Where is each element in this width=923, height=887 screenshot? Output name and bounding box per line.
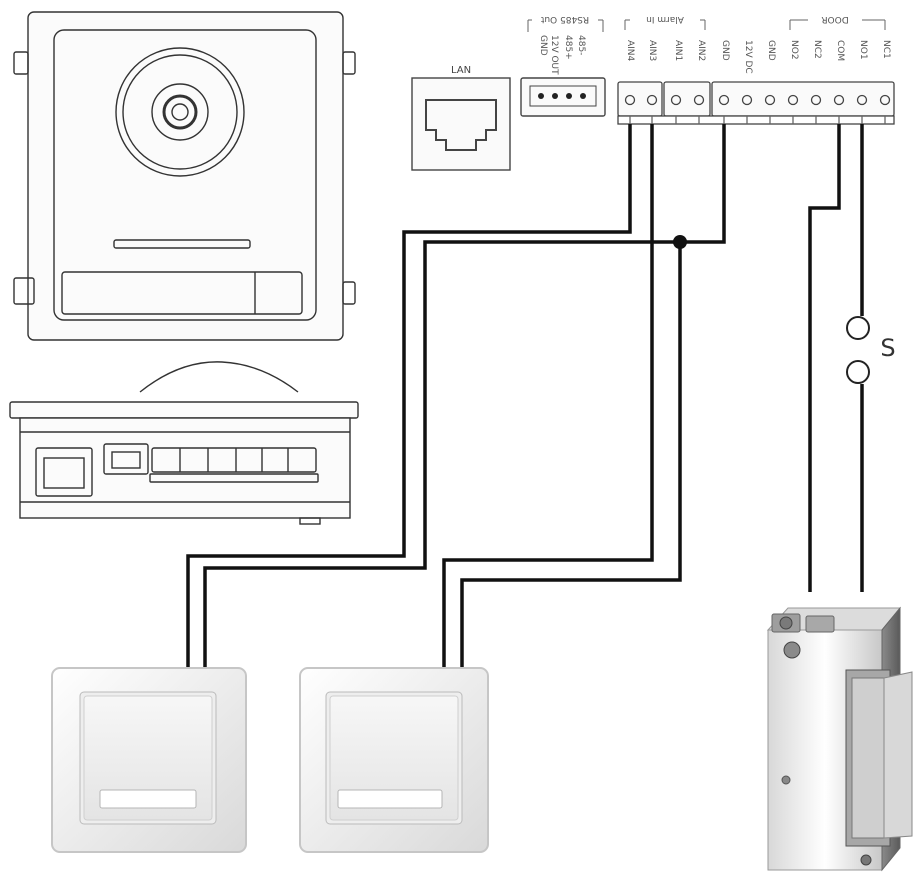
rs485-pin-label: 485- <box>576 35 586 55</box>
rs485-pin-label: GND <box>538 35 548 56</box>
rs485-connector: RS485 Out GND 12V OUT 485+ 485- <box>520 14 606 117</box>
power-pin-label: GND <box>720 40 730 61</box>
power-pins-group: GND 12V DC GND <box>720 40 776 74</box>
power-pin-label: GND <box>766 40 776 61</box>
rs485-pin-label: 12V OUT <box>549 35 559 75</box>
wire-common-switch2 <box>460 242 682 668</box>
junction-dot <box>673 235 687 249</box>
fuse-symbol-label: S <box>880 334 895 362</box>
wire-com <box>808 124 841 592</box>
door-pin-label: NO1 <box>858 40 868 60</box>
push-button-switch-2 <box>299 667 489 853</box>
lan-connector: LAN <box>411 65 511 171</box>
wire-gnd <box>680 124 726 244</box>
wiring <box>186 124 864 668</box>
power-pin-label: 12V DC <box>743 40 753 74</box>
door-pin-label: NO2 <box>789 40 799 60</box>
rs485-pin-label: 485+ <box>563 35 573 60</box>
door-pin-label: NC2 <box>812 40 822 59</box>
wire-ain3 <box>442 124 654 668</box>
alarm-pin-label: AIN3 <box>647 40 657 61</box>
alarm-pin-label: AIN2 <box>696 40 706 61</box>
door-header: DOOR <box>821 14 848 24</box>
alarm-pin-label: AIN4 <box>625 40 635 62</box>
rs485-header: RS485 Out <box>540 14 589 24</box>
wire-ain4 <box>186 124 632 668</box>
electric-strike-lock <box>766 606 913 872</box>
door-pin-label: COM <box>835 40 845 61</box>
speaker-slot <box>113 239 251 249</box>
ethernet-port-icon <box>425 99 497 151</box>
rear-lan-port <box>35 447 93 497</box>
terminal-block-ain34 <box>617 81 663 117</box>
call-button-panel <box>61 271 303 315</box>
door-pin-label: NC1 <box>881 40 891 59</box>
door-group: DOOR NO2 NC2 COM NO1 NC1 <box>789 14 891 61</box>
terminal-blocks <box>617 81 895 125</box>
alarm-pin-label: AIN1 <box>673 40 683 61</box>
push-button-switch-1 <box>51 667 247 853</box>
fuse-symbol: S <box>846 316 896 384</box>
camera-lens-icon <box>115 47 245 177</box>
lan-label: LAN <box>451 65 471 76</box>
alarm-in-header: Alarm In <box>646 14 684 24</box>
intercom-front-view <box>13 11 356 341</box>
alarm-in-group: Alarm In AIN4 AIN3 AIN1 AIN2 <box>624 14 706 62</box>
wire-common-switch1 <box>203 240 680 668</box>
rear-terminal-block <box>151 447 317 473</box>
intercom-rear-view <box>9 361 359 525</box>
